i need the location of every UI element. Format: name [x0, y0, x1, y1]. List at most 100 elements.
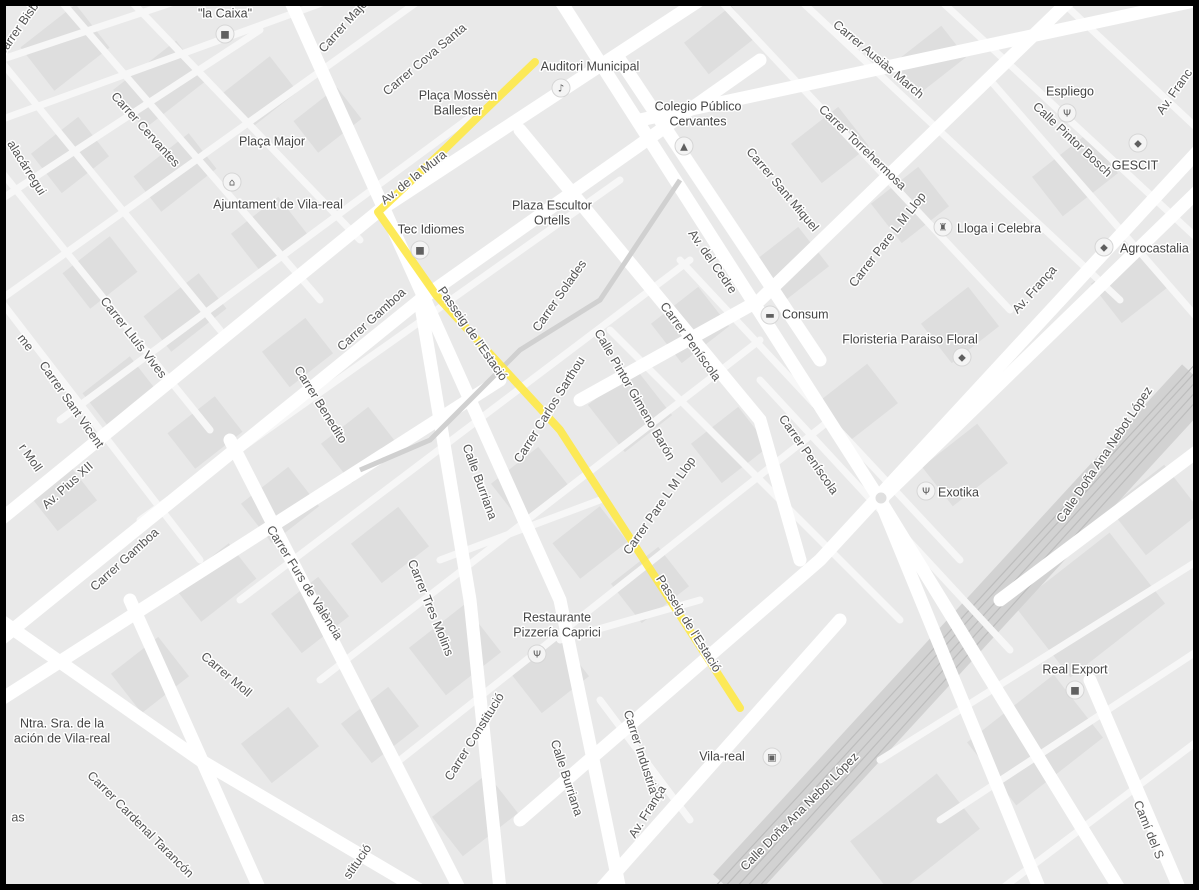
poi[interactable]: ■ "la Caixa": [196, 6, 254, 44]
poi[interactable]: ▬ Consum: [760, 305, 831, 325]
poi-label[interactable]: Plaza Escultor: [511, 197, 594, 214]
restaurant-icon-glyph: Ψ: [1063, 109, 1071, 120]
shopping-bag-icon-glyph: ◆: [958, 353, 966, 364]
restaurant-icon[interactable]: [1057, 103, 1077, 123]
bank-icon[interactable]: [215, 24, 235, 44]
bank-icon-glyph: ■: [220, 30, 229, 41]
poi[interactable]: Plaça Major: [238, 133, 307, 150]
city-block: [110, 636, 190, 714]
city-block: [222, 56, 298, 129]
city-block: [240, 466, 320, 544]
school-icon[interactable]: [674, 136, 694, 156]
city-block: [790, 106, 870, 184]
city-block: [82, 356, 158, 429]
restaurant-icon[interactable]: [527, 644, 547, 664]
poi-label[interactable]: Lloga i Celebra: [956, 220, 1043, 237]
shopping-bag-icon[interactable]: [952, 347, 972, 367]
cart-icon[interactable]: [760, 305, 780, 325]
poi[interactable]: ■ Real Export: [1041, 661, 1110, 700]
city-block: [293, 87, 362, 153]
city-block: [62, 236, 138, 309]
city-hall-icon-glyph: ⌂: [229, 178, 235, 189]
city-block: [240, 706, 320, 784]
restaurant-icon-glyph: Ψ: [533, 650, 541, 661]
city-block: [1108, 464, 1193, 556]
city-block: [350, 506, 430, 584]
poi-label[interactable]: Ajuntament de Vila-real: [212, 196, 345, 213]
poi-label[interactable]: GESCIT: [1110, 157, 1160, 174]
poi-label[interactable]: Auditori Municipal: [539, 58, 641, 75]
theatre-icon-glyph: ♪: [558, 84, 564, 95]
city-block: [261, 317, 334, 388]
poi-label[interactable]: Pizzería Caprici: [512, 624, 603, 641]
poi[interactable]: ■Tec Idiomes: [396, 221, 466, 260]
poi-label[interactable]: Plaça Mossèn: [417, 87, 499, 104]
city-block: [1015, 532, 1165, 678]
city-block: [850, 773, 980, 884]
theatre-icon[interactable]: [551, 78, 571, 98]
poi[interactable]: Ψ Exotika: [916, 481, 981, 501]
poi-label[interactable]: "la Caixa": [196, 6, 253, 22]
poi-label[interactable]: Plaça Major: [238, 133, 307, 150]
poi[interactable]: ♜ Lloga i Celebra: [933, 217, 1043, 237]
city-hall-icon[interactable]: [222, 172, 242, 192]
poi-label[interactable]: Colegio Público: [653, 98, 743, 115]
city-block: [230, 196, 310, 274]
poi-label[interactable]: ación de Vila-real: [12, 730, 111, 747]
poi[interactable]: ◆ Floristeria Paraiso Floral: [841, 331, 979, 367]
landmark-icon-glyph: ♜: [939, 223, 948, 234]
street-label: as: [11, 810, 24, 824]
road-network: [6, 6, 1193, 884]
poi-label[interactable]: Agrocastalia: [1119, 240, 1191, 257]
city-block: [610, 546, 690, 624]
poi[interactable]: ◆GESCIT: [1110, 133, 1160, 174]
poi-label[interactable]: Floristeria Paraiso Floral: [841, 331, 979, 348]
city-block: [173, 543, 257, 622]
poi-label[interactable]: Ortells: [532, 212, 571, 229]
square-icon[interactable]: [1065, 680, 1085, 700]
restaurant-icon[interactable]: [916, 481, 936, 501]
city-block: [20, 6, 110, 91]
square-icon[interactable]: [410, 240, 430, 260]
route-line: [374, 58, 744, 712]
city-block: [922, 423, 1008, 507]
poi-label[interactable]: Espliego: [1045, 83, 1096, 100]
poi-label[interactable]: Exotika: [937, 484, 981, 501]
square-icon-glyph: ■: [1070, 686, 1079, 697]
restaurant-icon-glyph: Ψ: [922, 487, 930, 498]
city-block: [270, 576, 350, 654]
poi[interactable]: Ψ Espliego: [1045, 83, 1096, 123]
city-block: [320, 406, 400, 484]
poi-label[interactable]: Restaurante: [521, 609, 592, 626]
landmark-icon[interactable]: [933, 217, 953, 237]
poi-label[interactable]: Consum: [781, 306, 831, 323]
poi-label[interactable]: Ballester: [432, 102, 484, 119]
city-block: [32, 468, 98, 532]
shopping-bag-icon[interactable]: [1094, 237, 1114, 257]
poi-label[interactable]: Tec Idiomes: [396, 221, 466, 238]
poi[interactable]: ◆ Agrocastalia: [1094, 237, 1191, 257]
poi[interactable]: ♪ Auditori Municipal: [539, 58, 641, 98]
poi-label[interactable]: Ntra. Sra. de la: [18, 715, 105, 732]
poi-label[interactable]: Vila-real: [698, 748, 747, 765]
city-block: [552, 506, 628, 579]
city-block: [920, 286, 1000, 364]
poi-label[interactable]: Cervantes: [668, 113, 728, 130]
train-station-icon-glyph: ▣: [767, 753, 776, 764]
shopping-bag-icon[interactable]: [1128, 133, 1148, 153]
poi-label[interactable]: Real Export: [1041, 661, 1110, 678]
cart-icon-glyph: ▬: [765, 311, 774, 322]
train-station-icon[interactable]: [762, 747, 782, 767]
poi[interactable]: ▣ Vila-real: [698, 747, 782, 767]
poi[interactable]: ⌂ Ajuntament de Vila-real: [212, 172, 345, 213]
shopping-bag-icon-glyph: ◆: [1100, 243, 1108, 254]
city-block: [690, 406, 770, 484]
